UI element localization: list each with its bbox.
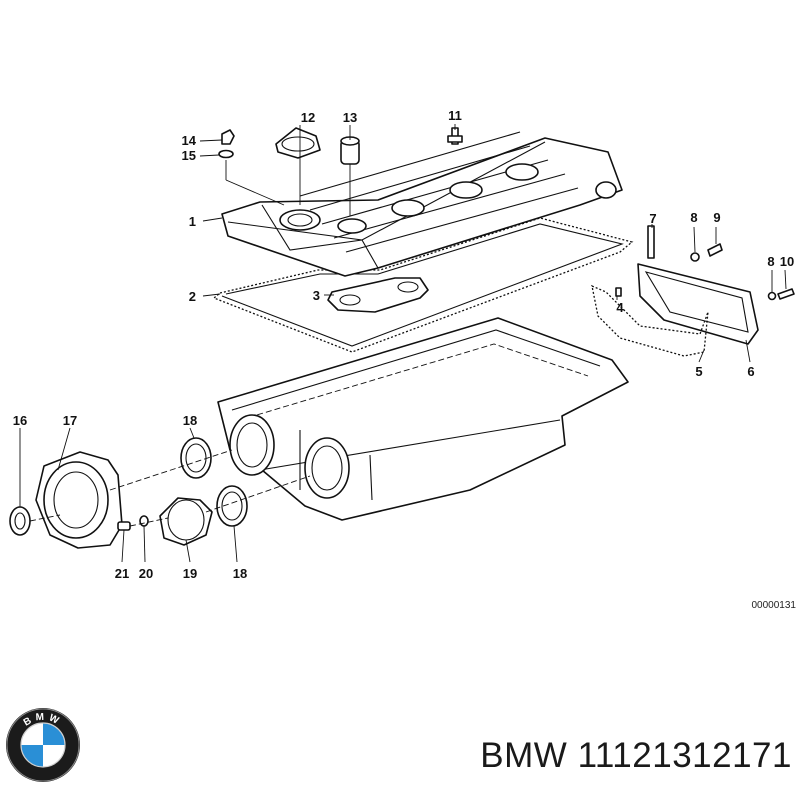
bmw-logo: BMW [6,708,80,782]
callout-16: 16 [13,413,27,428]
callout-10: 10 [780,254,794,269]
callout-17: 17 [63,413,77,428]
callout-8-right: 8 [767,254,774,269]
oil-filler-cap [275,127,321,159]
spark-plug-gasket [327,277,429,313]
callout-3: 3 [313,288,320,303]
callout-15: 15 [182,148,196,163]
brand-part-number-caption: BMW 11121312171 [380,736,792,776]
callout-21: 21 [115,566,129,581]
exploded-parts-diagram: 1 2 3 4 5 6 7 8 9 8 10 11 12 13 14 15 16… [9,108,795,581]
callout-14: 14 [182,133,197,148]
callout-1: 1 [189,214,196,229]
callout-11: 11 [448,108,462,123]
front-cover-parts [9,437,248,549]
callout-4: 4 [616,300,624,315]
callout-6: 6 [747,364,754,379]
callout-2: 2 [189,289,196,304]
brand-name: BMW [480,736,568,775]
valve-cover [221,131,623,277]
diagram-reference-code: 00000131 [751,600,797,611]
timing-case-cover [591,225,795,357]
cylinder-head [217,317,629,521]
callout-8-upper: 8 [690,210,697,225]
callout-7: 7 [649,211,656,226]
callout-5: 5 [695,364,702,379]
callout-12: 12 [301,110,315,125]
callout-18-upper: 18 [183,413,197,428]
leader-lines [19,124,787,563]
callout-20: 20 [139,566,153,581]
callout-18-lower: 18 [233,566,247,581]
callout-9: 9 [713,210,720,225]
part-number: 11121312171 [577,736,792,775]
callout-19: 19 [183,566,197,581]
rubber-plug [340,136,360,165]
callout-13: 13 [343,110,357,125]
